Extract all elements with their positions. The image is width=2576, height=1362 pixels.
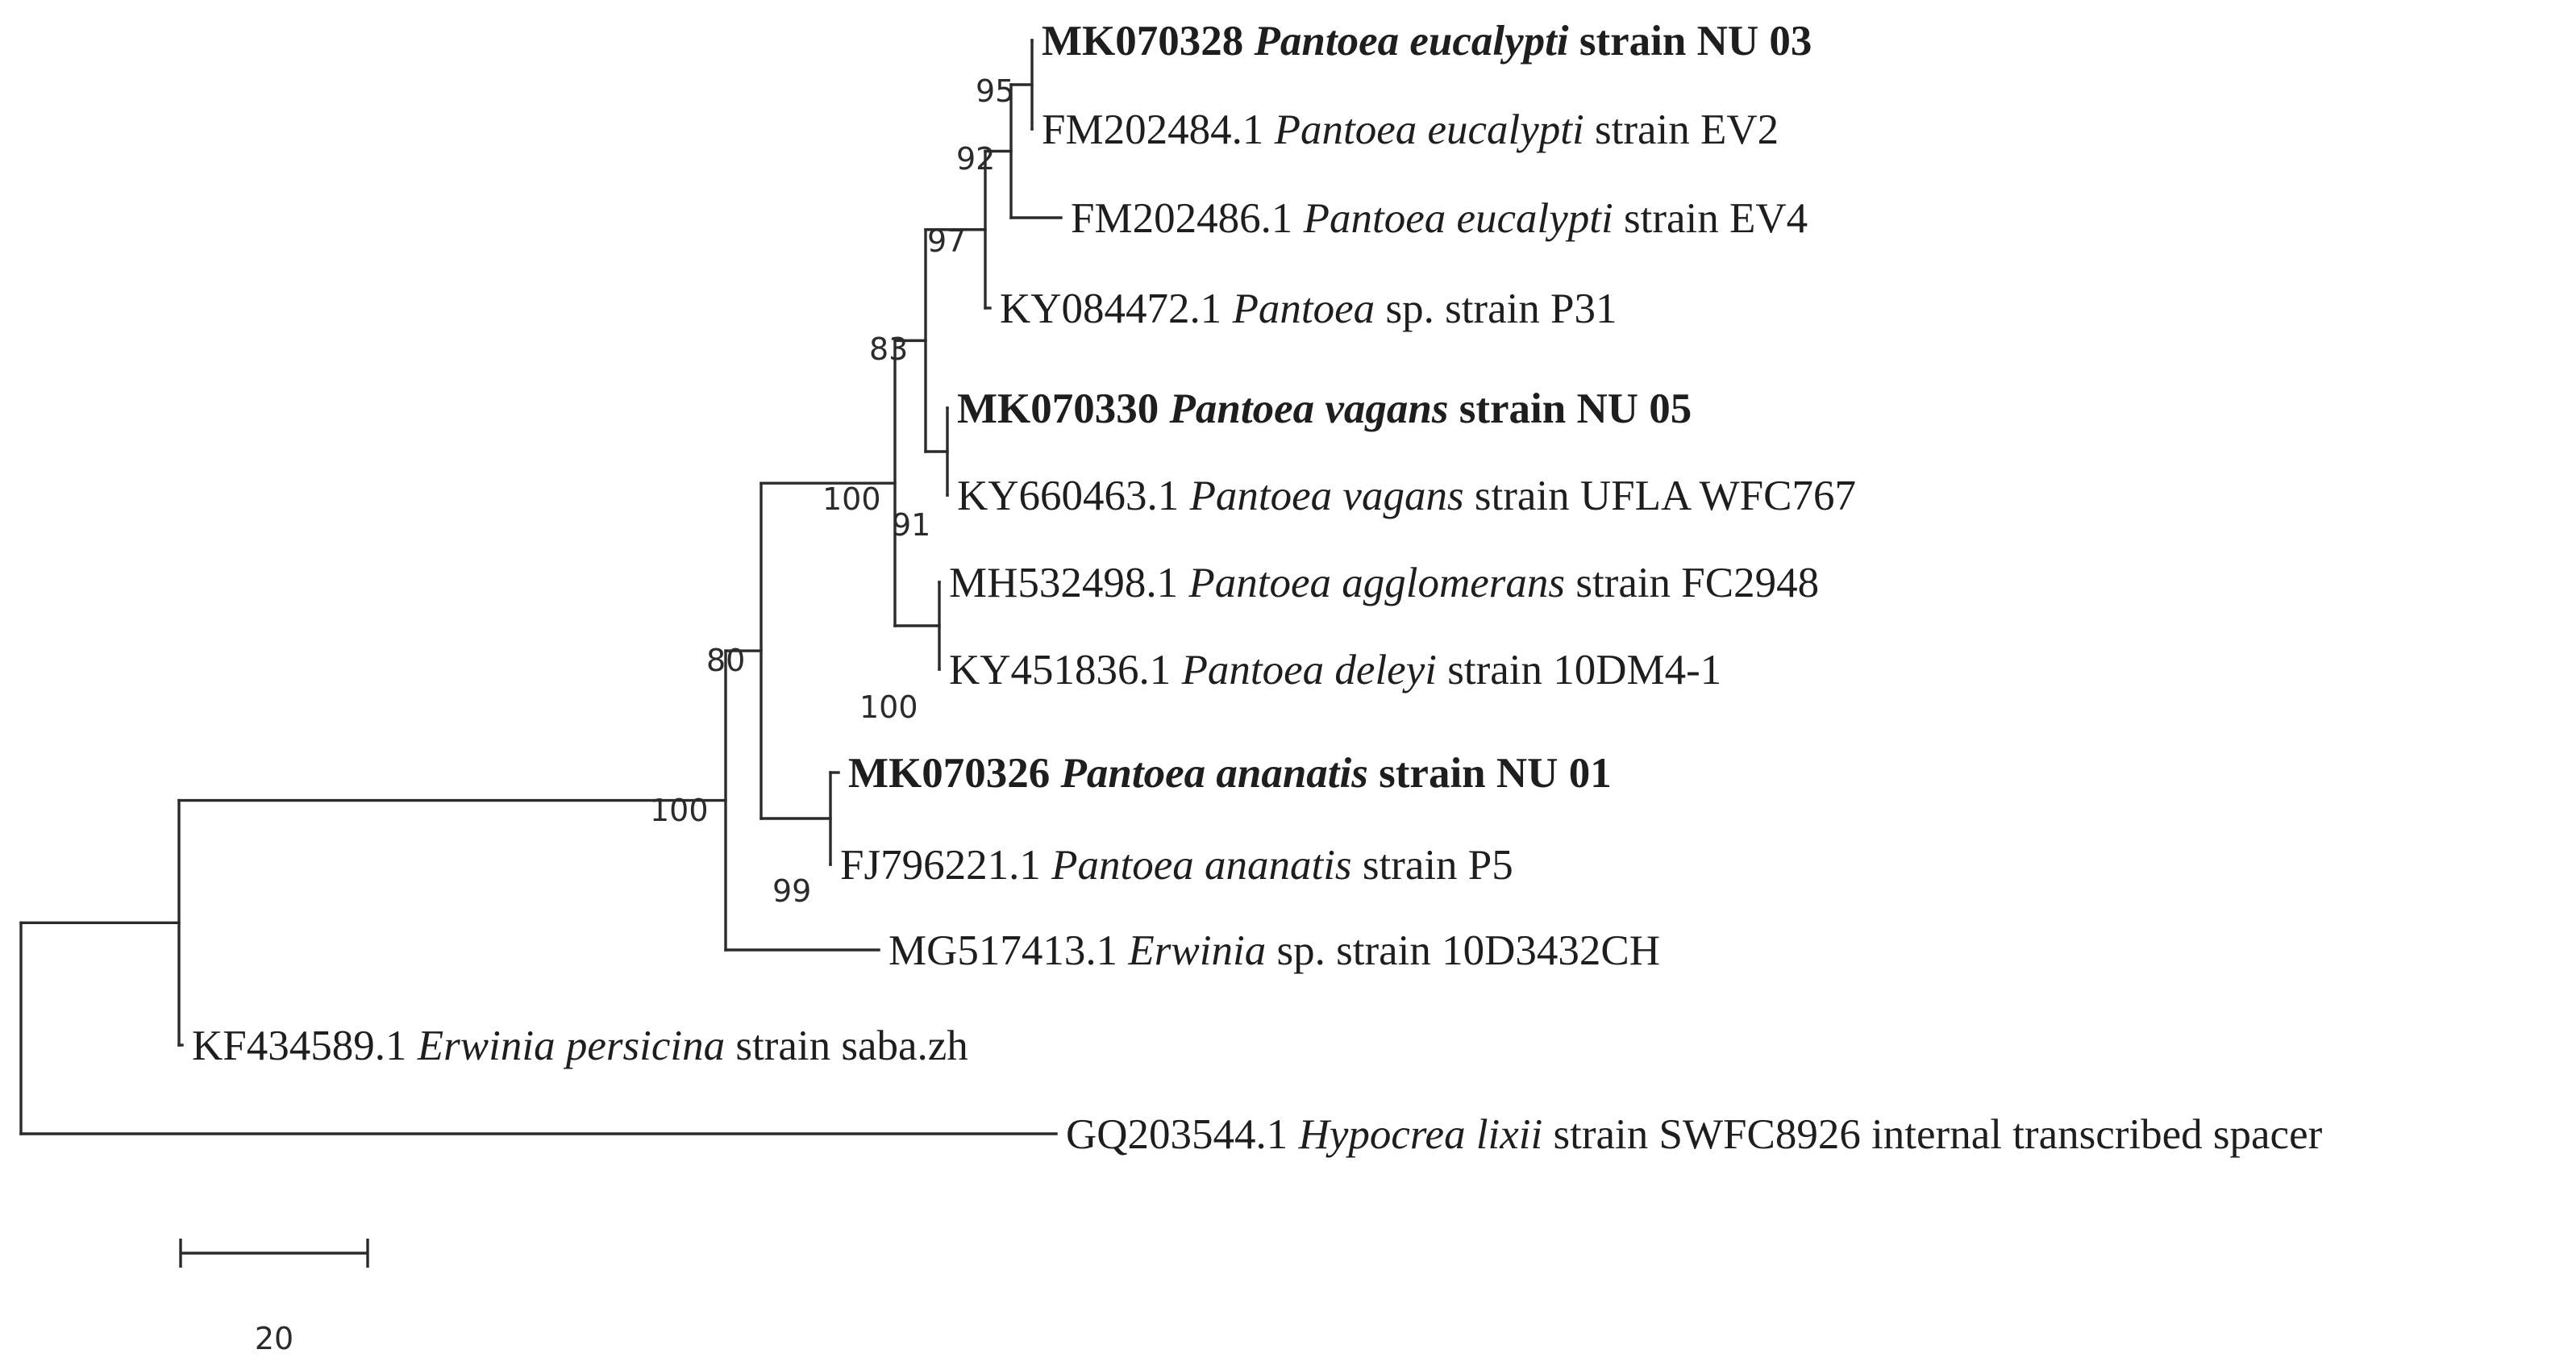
- leaf-species: Pantoea: [1232, 285, 1375, 332]
- leaf-species: Pantoea eucalypti: [1254, 18, 1569, 65]
- leaf-strain: sp. strain P31: [1385, 285, 1617, 332]
- leaf-strain: strain NU 03: [1579, 18, 1812, 65]
- leaf-accession: KY084472.1: [1000, 285, 1221, 332]
- leaf-accession: FM202484.1: [1042, 106, 1263, 153]
- leaf-species: Pantoea ananatis: [1051, 842, 1351, 889]
- bootstrap-labels: 95 92 97 83 100 91 100 80 100 99: [650, 73, 1014, 909]
- tree-branches: [19, 39, 1063, 1135]
- leaf-species: Pantoea eucalypti: [1274, 106, 1584, 153]
- leaf-strain: strain SWFC8926 internal transcribed spa…: [1554, 1111, 2323, 1158]
- leaf-accession: KF434589.1: [192, 1023, 407, 1069]
- leaf-label-fj796221: FJ796221.1 Pantoea ananatis strain P5: [840, 842, 1513, 889]
- bootstrap-value-node-ananatis-pair: 99: [772, 873, 811, 909]
- leaf-label-ky660463: KY660463.1 Pantoea vagans strain UFLA WF…: [957, 473, 1856, 519]
- leaf-accession: KY660463.1: [957, 473, 1179, 519]
- leaf-species: Pantoea vagans: [1169, 385, 1449, 432]
- leaf-strain: strain UFLA WFC767: [1475, 473, 1856, 519]
- leaf-label-mg517413: MG517413.1 Erwinia sp. strain 10D3432CH: [888, 927, 1660, 974]
- leaf-strain: strain NU 05: [1459, 385, 1692, 432]
- bootstrap-value-node-vagans-pair: 91: [892, 507, 930, 543]
- leaf-species: Pantoea deleyi: [1181, 647, 1437, 693]
- leaf-species: Pantoea ananatis: [1060, 750, 1368, 797]
- leaf-accession: MK070326: [848, 750, 1050, 797]
- leaf-label-mk070328: MK070328 Pantoea eucalypti strain NU 03: [1042, 18, 1812, 65]
- leaf-species: Erwinia persicina: [417, 1023, 725, 1069]
- leaf-accession: MK070328: [1042, 18, 1243, 65]
- leaf-species: Pantoea vagans: [1189, 473, 1464, 519]
- leaf-species: Pantoea agglomerans: [1188, 560, 1565, 606]
- leaf-strain: strain NU 01: [1379, 750, 1612, 797]
- leaf-accession: MG517413.1: [888, 927, 1117, 974]
- leaf-strain: strain saba.zh: [735, 1023, 968, 1069]
- leaf-label-fm202486: FM202486.1 Pantoea eucalypti strain EV4: [1071, 195, 1808, 242]
- leaf-label-fm202484: FM202484.1 Pantoea eucalypti strain EV2: [1042, 106, 1779, 153]
- leaf-label-ky451836: KY451836.1 Pantoea deleyi strain 10DM4-1: [949, 647, 1721, 693]
- leaf-accession: FM202486.1: [1071, 195, 1292, 242]
- bootstrap-value-node-eucalypti-pair: 95: [976, 73, 1014, 109]
- leaf-species: Erwinia: [1127, 927, 1266, 974]
- leaf-strain: strain EV2: [1595, 106, 1779, 153]
- bootstrap-value-node-eucalypti-trio: 92: [956, 141, 995, 177]
- leaf-label-mk070330: MK070330 Pantoea vagans strain NU 05: [957, 385, 1692, 432]
- leaf-strain: strain EV4: [1624, 195, 1808, 242]
- leaf-label-mk070326: MK070326 Pantoea ananatis strain NU 01: [848, 750, 1612, 797]
- bootstrap-value-node-pantoea-core: 100: [822, 481, 881, 517]
- bootstrap-value-node-agglomerans-deleyi: 100: [859, 689, 918, 725]
- leaf-accession: GQ203544.1: [1066, 1111, 1288, 1158]
- scale-bar-label: 20: [255, 1321, 293, 1356]
- leaf-labels: MK070328 Pantoea eucalypti strain NU 03 F…: [192, 18, 2323, 1158]
- leaf-strain: sp. strain 10D3432CH: [1276, 927, 1660, 974]
- scale-bar-line: [179, 1239, 369, 1268]
- leaf-strain: strain 10DM4-1: [1447, 647, 1721, 693]
- bootstrap-value-node-pantoea-all: 80: [706, 643, 745, 678]
- leaf-label-ky084472: KY084472.1 Pantoea sp. strain P31: [1000, 285, 1617, 332]
- leaf-species: Pantoea eucalypti: [1303, 195, 1613, 242]
- leaf-species: Hypocrea lixii: [1298, 1111, 1543, 1158]
- leaf-strain: strain P5: [1363, 842, 1513, 889]
- bootstrap-value-node-eucalypti-group: 97: [927, 223, 966, 259]
- bootstrap-value-node-ingroup: 100: [650, 793, 709, 828]
- leaf-accession: FJ796221.1: [840, 842, 1041, 889]
- leaf-label-kf434589: KF434589.1 Erwinia persicina strain saba…: [192, 1023, 968, 1069]
- scale-bar: 20: [179, 1239, 369, 1356]
- leaf-accession: MH532498.1: [949, 560, 1178, 606]
- leaf-accession: MK070330: [957, 385, 1159, 432]
- leaf-strain: strain FC2948: [1575, 560, 1819, 606]
- bootstrap-value-node-eucalypti-vagans: 83: [869, 331, 908, 367]
- leaf-label-mh532498: MH532498.1 Pantoea agglomerans strain FC…: [949, 560, 1819, 606]
- leaf-accession: KY451836.1: [949, 647, 1171, 693]
- leaf-label-gq203544: GQ203544.1 Hypocrea lixii strain SWFC892…: [1066, 1111, 2323, 1158]
